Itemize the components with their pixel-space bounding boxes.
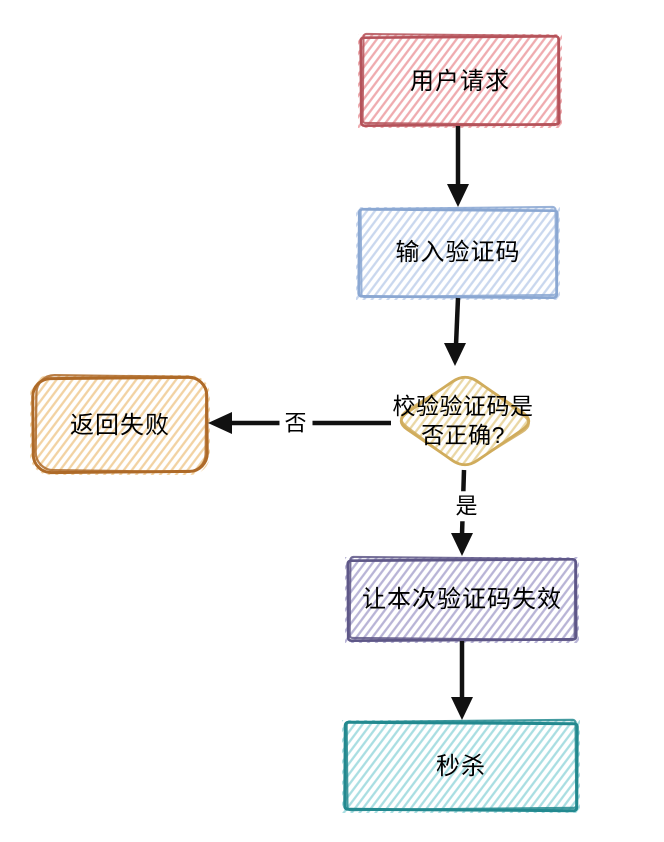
node-label-user-request: 用户请求 [410,68,510,95]
edge-label-yes: 是 [450,491,484,521]
arrow-input-captcha-to-verify-captcha [444,297,466,366]
node-shape-input-captcha [356,205,560,300]
node-shape-return-failure [30,374,210,475]
arrow-invalidate-captcha-to-seckill [451,641,473,720]
node-label-return-failure: 返回失败 [70,412,170,439]
node-label-seckill: 秒杀 [436,753,486,780]
arrowhead [444,343,466,366]
node-shape-verify-captcha [399,375,531,467]
arrowhead [451,533,473,556]
arrow-user-request-to-input-captcha [447,126,469,207]
node-shape-invalidate-captcha [345,555,579,643]
arrowhead [208,412,232,434]
arrowhead [451,697,473,720]
node-shape-seckill [342,718,580,813]
node-shape-user-request [358,32,562,128]
node-label-invalidate-captcha: 让本次验证码失效 [362,586,562,613]
arrowhead [447,184,469,207]
node-label-verify-captcha: 校验验证码是否正确? [392,393,534,448]
edge-label-no: 否 [279,408,313,438]
node-label-input-captcha: 输入验证码 [395,239,521,266]
